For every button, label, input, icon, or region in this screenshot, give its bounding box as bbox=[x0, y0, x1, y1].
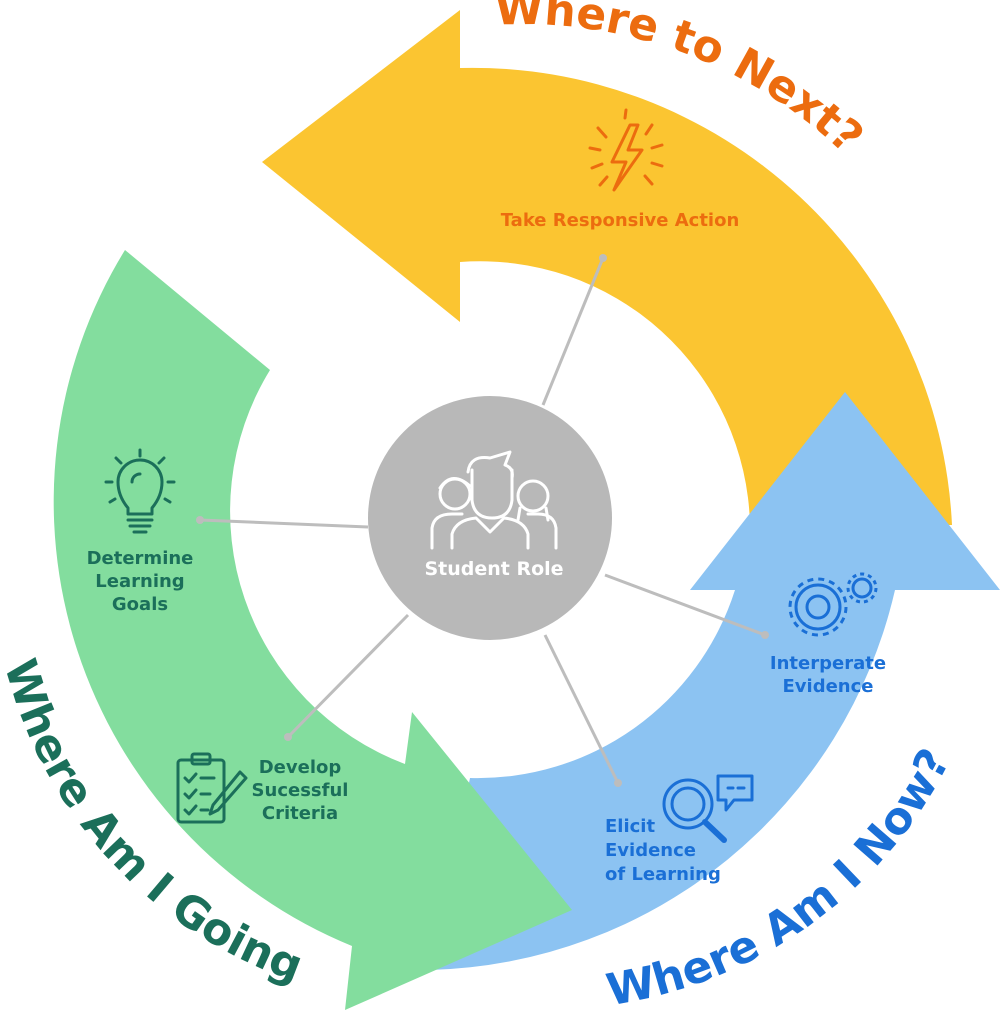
connector-dot-determine bbox=[196, 516, 204, 524]
determine-goals-line1: Determine bbox=[87, 548, 194, 569]
connector-determine bbox=[199, 518, 369, 529]
interpret-evidence-line1: Interperate bbox=[770, 653, 886, 674]
connector-elicit bbox=[543, 634, 620, 784]
center-label: Student Role bbox=[424, 558, 563, 580]
where-to-next-arrow bbox=[262, 10, 952, 525]
connector-take-action bbox=[541, 257, 605, 406]
gears-icon bbox=[788, 572, 878, 637]
students-icon bbox=[430, 450, 558, 550]
elicit-evidence-line2: Evidence bbox=[605, 840, 696, 861]
student-role-hub: Student Role bbox=[368, 396, 612, 640]
connector-dot-elicit bbox=[614, 779, 622, 787]
where-am-i-going-arrow bbox=[53, 250, 572, 1010]
elicit-evidence-line1: Elicit bbox=[605, 816, 655, 837]
connector-dot-develop bbox=[284, 733, 292, 741]
connector-dot-take-action bbox=[599, 254, 607, 262]
determine-goals-line3: Goals bbox=[112, 594, 168, 615]
node-take-responsive-action: Take Responsive Action bbox=[501, 108, 740, 231]
node-determine-goals: Determine Learning Goals bbox=[87, 448, 194, 615]
take-action-label: Take Responsive Action bbox=[501, 210, 740, 231]
develop-criteria-line2: Sucessful bbox=[252, 780, 349, 801]
node-develop-criteria: Develop Sucessful Criteria bbox=[176, 752, 349, 824]
interpret-evidence-line2: Evidence bbox=[783, 676, 874, 697]
lightning-icon bbox=[588, 108, 664, 192]
where-am-i-now-arrow bbox=[430, 392, 1000, 970]
connector-develop bbox=[286, 613, 410, 739]
develop-criteria-line3: Criteria bbox=[262, 803, 338, 824]
develop-criteria-line1: Develop bbox=[259, 757, 342, 778]
connector-lines bbox=[196, 254, 769, 787]
node-elicit-evidence: Elicit Evidence of Learning bbox=[605, 774, 754, 885]
magnifier-chat-icon bbox=[662, 774, 754, 843]
checklist-pencil-icon bbox=[176, 752, 248, 824]
elicit-evidence-line3: of Learning bbox=[605, 864, 721, 885]
determine-goals-line2: Learning bbox=[95, 571, 184, 592]
connector-dot-interpret bbox=[761, 631, 769, 639]
node-interperate-evidence: Interperate Evidence bbox=[770, 572, 886, 697]
lightbulb-icon bbox=[104, 448, 176, 534]
connector-interpret bbox=[604, 573, 766, 637]
